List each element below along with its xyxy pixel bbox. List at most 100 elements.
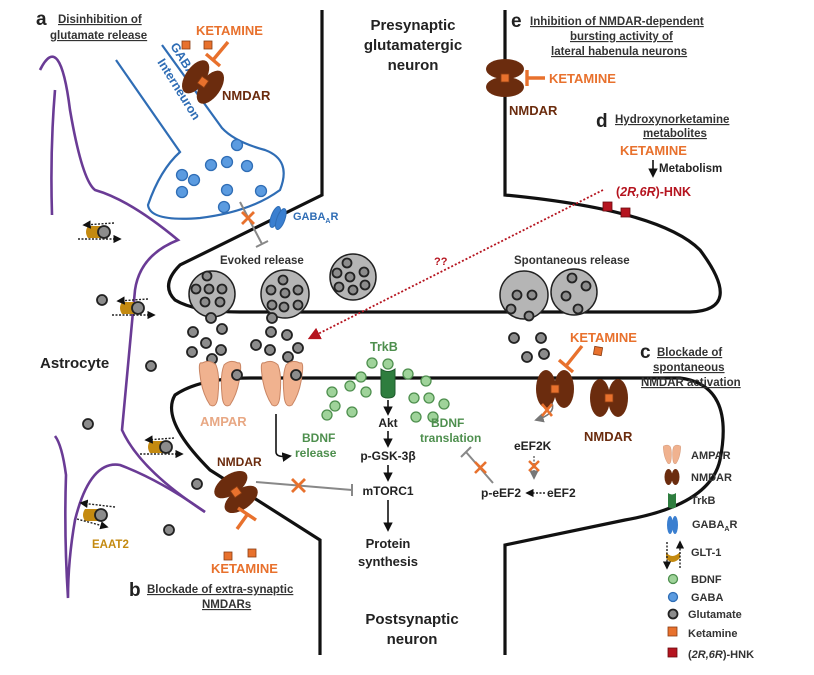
panel-e-title-line2: bursting activity of bbox=[570, 31, 673, 43]
eef2-label: eEF2 bbox=[547, 486, 576, 500]
ketamine-inhibition-c bbox=[557, 344, 584, 374]
legend-label: Ketamine bbox=[688, 628, 738, 640]
ketamine-molecules-b bbox=[223, 548, 257, 561]
panel-e-title-line3: lateral habenula neurons bbox=[551, 46, 687, 58]
evoked-vesicle-2 bbox=[260, 269, 310, 319]
legend: AMPAR NMDAR TrkB GABAAR GLT-1 BDNF bbox=[662, 444, 754, 661]
legend-label: TrkB bbox=[691, 495, 716, 507]
ketamine-label-a: KETAMINE bbox=[196, 23, 263, 38]
spontaneous-vesicle-2 bbox=[550, 268, 598, 316]
metabolism-label: Metabolism bbox=[659, 163, 722, 175]
panel-d-letter: d bbox=[596, 111, 608, 132]
protein-label-2: synthesis bbox=[358, 554, 418, 569]
legend-label: BDNF bbox=[691, 574, 722, 586]
bdnf-release-label-2: release bbox=[295, 446, 337, 460]
hnk-label: (2R,6R)-HNK bbox=[616, 185, 691, 199]
presynaptic-label-line1: Presynaptic bbox=[370, 17, 455, 34]
panel-c-title-line2: spontaneous bbox=[653, 362, 725, 374]
legend-label: GABAAR bbox=[692, 519, 737, 533]
panel-e-title-line1: Inhibition of NMDAR-dependent bbox=[530, 16, 704, 28]
ketamine-molecule-c bbox=[592, 345, 604, 357]
presynaptic-label-line3: neuron bbox=[388, 57, 439, 74]
nmdar-mtorc1-inhibition-line bbox=[255, 481, 353, 496]
panel-e-letter: e bbox=[511, 11, 522, 32]
bound-glutamate bbox=[231, 369, 243, 381]
legend-item-nmdar: NMDAR bbox=[664, 469, 732, 485]
nmdar-label-b: NMDAR bbox=[217, 455, 262, 469]
gabaar-receptor bbox=[269, 206, 287, 230]
postsynaptic-membrane bbox=[170, 376, 725, 655]
glt1-transporter bbox=[76, 499, 116, 530]
postsynaptic-label-line2: neuron bbox=[387, 631, 438, 648]
legend-item-gaba: GABA bbox=[667, 591, 723, 604]
blocked-x-icon bbox=[528, 460, 540, 472]
unknown-mechanism-label: ?? bbox=[434, 256, 448, 268]
astrocyte-label: Astrocyte bbox=[40, 355, 109, 372]
panel-c-title-line1: Blockade of bbox=[657, 347, 722, 359]
bound-glutamate bbox=[290, 369, 302, 381]
pgsk3b-label: p-GSK-3β bbox=[360, 449, 415, 463]
ketamine-label-e: KETAMINE bbox=[549, 71, 616, 86]
ketamine-inhibition-b bbox=[235, 506, 257, 530]
glt1-transporter bbox=[112, 296, 156, 320]
legend-label: AMPAR bbox=[691, 450, 731, 462]
legend-label: GLT-1 bbox=[691, 547, 721, 559]
panel-a-title-line2: glutamate release bbox=[50, 30, 147, 42]
blocked-x-icon bbox=[474, 461, 487, 474]
legend-item-bdnf: BDNF bbox=[667, 573, 722, 586]
eaat2-label: EAAT2 bbox=[92, 539, 129, 551]
nmdar-label-c: NMDAR bbox=[584, 429, 633, 444]
ketamine-inhibition-a bbox=[204, 40, 230, 68]
eef2k-label: eEF2K bbox=[514, 439, 552, 453]
gabaergic-interneuron bbox=[115, 44, 285, 220]
ketamine-inhibition-e bbox=[525, 70, 545, 86]
synaptic-nmdar bbox=[589, 378, 629, 418]
legend-label: Glutamate bbox=[688, 609, 742, 621]
habenula-nmdar bbox=[485, 58, 525, 98]
panel-b-title-line2: NMDARs bbox=[202, 599, 251, 611]
spontaneous-nmdar bbox=[535, 369, 575, 409]
blocked-x-icon bbox=[291, 478, 306, 493]
akt-label: Akt bbox=[378, 416, 397, 430]
gabaar-label: GABAAR bbox=[293, 211, 338, 225]
spontaneous-release-label: Spontaneous release bbox=[514, 255, 630, 267]
evoked-vesicle-1 bbox=[188, 270, 236, 318]
glt1-transporter bbox=[78, 220, 122, 244]
bdnf-release-arrow bbox=[275, 414, 292, 462]
panel-b-letter: b bbox=[129, 580, 141, 601]
legend-item-ampar: AMPAR bbox=[663, 444, 731, 464]
astrocyte bbox=[38, 55, 206, 599]
panel-b-title-line1: Blockade of extra-synaptic bbox=[147, 584, 294, 596]
evoked-release-label: Evoked release bbox=[220, 255, 304, 267]
gaba-inhibition-line bbox=[239, 201, 269, 248]
panel-a-letter: a bbox=[36, 9, 47, 30]
peef2-label: p-eEF2 bbox=[481, 486, 521, 500]
legend-item-glutamate: Glutamate bbox=[667, 608, 742, 621]
panel-d-title-line2: metabolites bbox=[643, 128, 707, 140]
spontaneous-cleft-glutamate bbox=[508, 332, 550, 363]
ampar-receptor-2 bbox=[260, 360, 304, 407]
legend-item-ketamine: Ketamine bbox=[667, 626, 738, 640]
extracellular-glutamate bbox=[82, 294, 203, 536]
trkb-label: TrkB bbox=[370, 340, 398, 354]
reserve-vesicle bbox=[329, 253, 377, 301]
nmdar-label-e: NMDAR bbox=[509, 103, 558, 118]
legend-label: NMDAR bbox=[691, 472, 732, 484]
blocked-x-icon bbox=[541, 403, 553, 417]
bdnf-molecules bbox=[321, 357, 450, 423]
postsynaptic-label-line1: Postsynaptic bbox=[365, 611, 458, 628]
hnk-unknown-target-arrow bbox=[307, 189, 604, 340]
spontaneous-vesicle-1 bbox=[499, 270, 549, 322]
panel-d-title-line1: Hydroxynorketamine bbox=[615, 114, 729, 126]
bdnf-release-label-1: BDNF bbox=[302, 431, 335, 445]
glt1-transporter bbox=[140, 435, 184, 459]
hnk-molecules bbox=[602, 201, 631, 218]
presynaptic-label-line2: glutamatergic bbox=[364, 37, 462, 54]
panel-c-letter: c bbox=[640, 342, 651, 363]
bdnf-translation-label-1: BDNF bbox=[431, 416, 464, 430]
bdnf-translation-label-2: translation bbox=[420, 431, 481, 445]
ketamine-label-c: KETAMINE bbox=[570, 330, 637, 345]
legend-item-glt1: GLT-1 bbox=[662, 540, 721, 570]
protein-label-1: Protein bbox=[366, 536, 411, 551]
panel-c-title-line3: NMDAR activation bbox=[641, 377, 741, 389]
